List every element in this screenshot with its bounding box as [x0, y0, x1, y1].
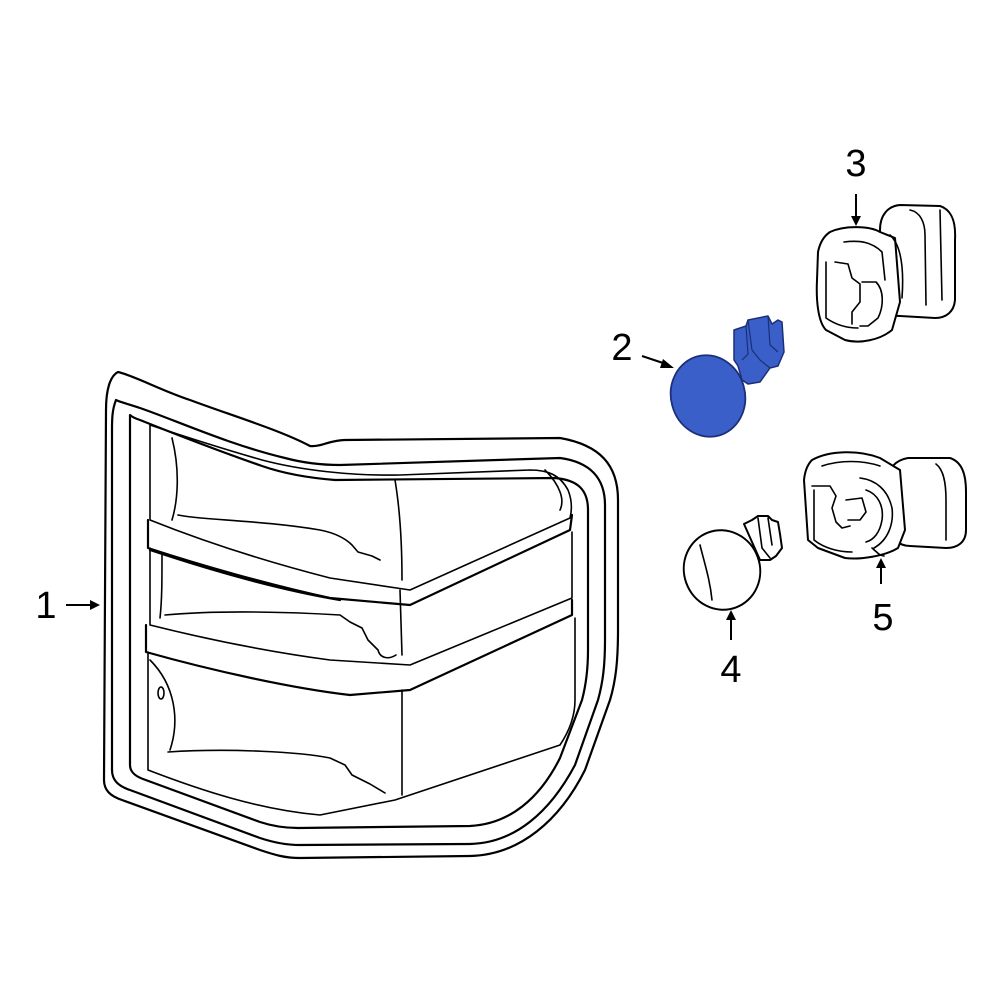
bulb[interactable] [673, 515, 783, 621]
bulb-socket-upper[interactable] [815, 204, 957, 343]
callout-label-4: 4 [720, 649, 741, 691]
callout-label-5: 5 [872, 597, 893, 639]
callout-arrowhead-3 [851, 216, 861, 226]
callout-arrowhead-5 [876, 558, 886, 568]
tail-lamp-assembly[interactable] [102, 370, 620, 860]
callout-2: 2 [611, 327, 674, 369]
callout-4: 4 [720, 610, 742, 691]
callout-label-1: 1 [35, 585, 56, 627]
callout-arrowhead-2 [660, 359, 674, 368]
bulb-highlighted[interactable] [662, 315, 785, 445]
bulb-socket-lower[interactable] [803, 451, 967, 560]
callout-label-3: 3 [845, 143, 866, 185]
callout-label-2: 2 [611, 327, 632, 369]
callout-arrowhead-4 [726, 610, 736, 620]
callout-3: 3 [845, 143, 867, 226]
callout-5: 5 [872, 558, 894, 639]
callout-1: 1 [35, 585, 100, 627]
callout-arrowhead-1 [90, 600, 100, 610]
